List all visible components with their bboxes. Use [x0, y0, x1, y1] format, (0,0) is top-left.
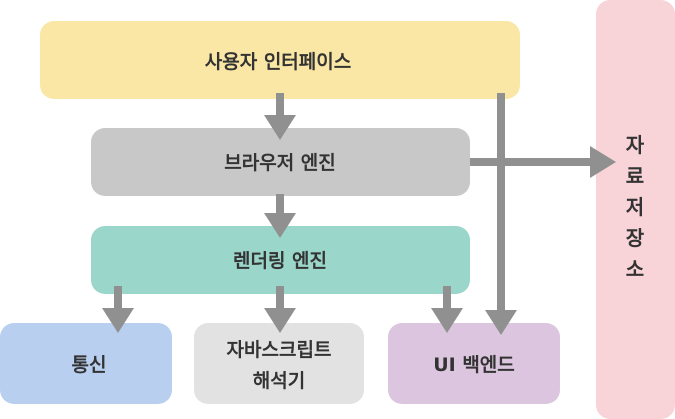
js-interpreter-label-line1: 자바스크립트	[227, 339, 332, 361]
browser-engine-label: 브라우저 엔진	[224, 152, 336, 174]
js-interpreter-box	[194, 323, 364, 404]
arrow-ui-to-browser-engine-head	[264, 115, 296, 140]
rendering-engine-box	[91, 226, 470, 294]
data-storage-label-char: 자	[626, 133, 645, 157]
arrow-browser-to-rendering-head	[264, 213, 296, 238]
ui-backend-label: UI 백엔드	[433, 354, 515, 376]
arrow-rendering-to-networking-shaft	[114, 286, 122, 308]
arrow-rendering-to-ui-backend-shaft	[443, 286, 451, 308]
data-storage-label-char: 저	[626, 195, 644, 219]
networking-label: 통신	[72, 354, 107, 376]
data-storage-box	[596, 0, 675, 419]
ui-backend-box	[388, 323, 560, 404]
data-storage-label-char: 장	[626, 226, 645, 250]
arrow-browser-engine-to-storage-shaft	[470, 158, 592, 166]
arrow-ui-to-ui-backend-head	[485, 310, 517, 335]
user-interface-box	[40, 21, 520, 99]
data-storage-label-char: 소	[626, 257, 644, 281]
arrows	[102, 93, 616, 335]
arrow-rendering-to-js-head	[264, 308, 296, 333]
data-storage-label-char: 료	[626, 164, 644, 188]
browser-engine-box	[91, 128, 470, 196]
arrow-rendering-to-networking-head	[102, 308, 134, 333]
rendering-engine-label: 렌더링 엔진	[233, 250, 327, 272]
arrow-rendering-to-ui-backend-head	[431, 308, 463, 333]
arrow-browser-engine-to-storage-head	[590, 146, 616, 178]
arrow-browser-to-rendering-shaft	[276, 194, 284, 214]
networking-box	[0, 323, 172, 404]
arrow-ui-to-browser-engine-shaft	[276, 93, 284, 115]
js-interpreter-label-line2: 해석기	[253, 370, 305, 392]
user-interface-label: 사용자 인터페이스	[205, 51, 351, 73]
arrow-rendering-to-js-shaft	[276, 286, 284, 308]
arrow-ui-to-ui-backend-shaft	[497, 93, 505, 312]
